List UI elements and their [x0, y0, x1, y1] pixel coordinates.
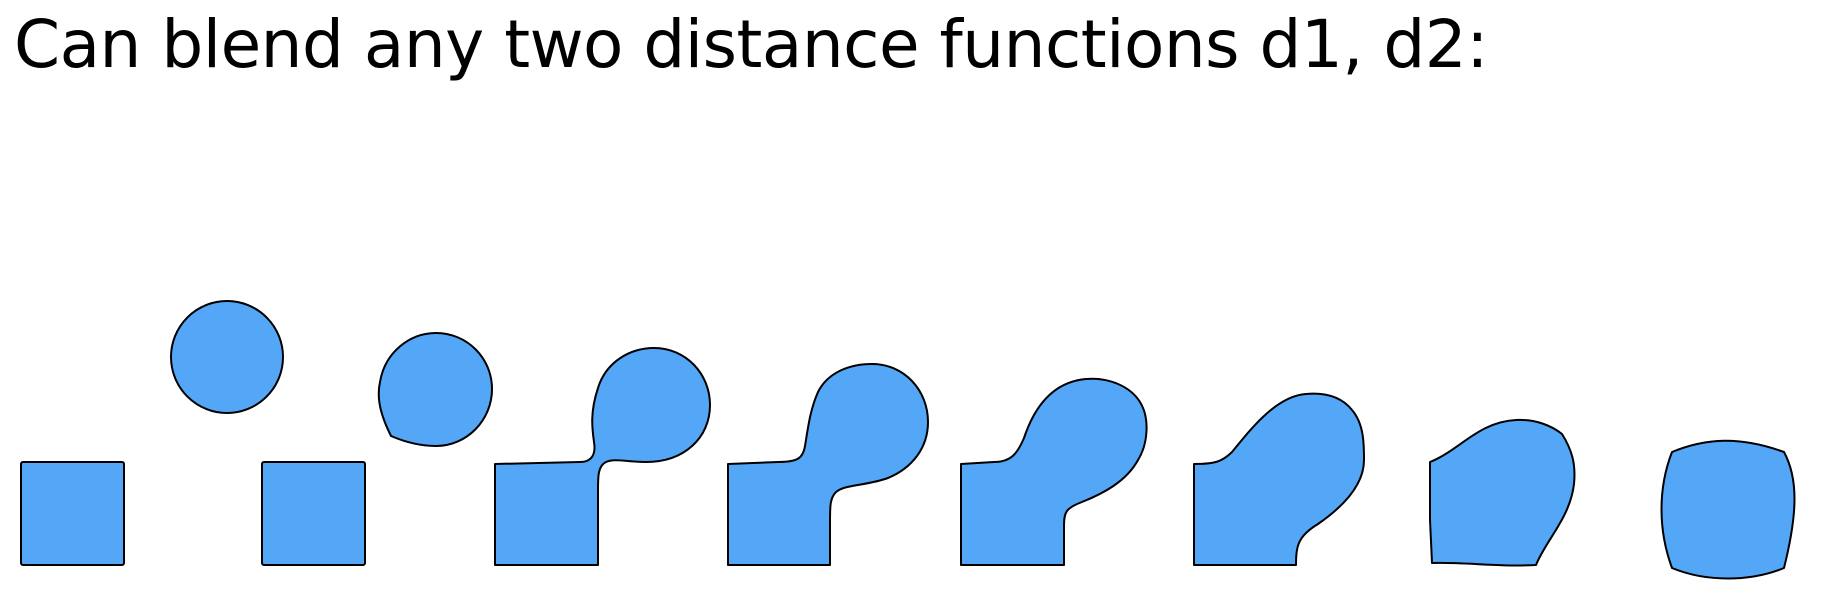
square-shape — [261, 461, 366, 566]
blend-stage-6 — [1193, 392, 1365, 566]
blended-shape — [727, 363, 929, 566]
slide-title: Can blend any two distance functions d1,… — [14, 6, 1489, 83]
blended-shape — [494, 347, 711, 566]
blend-stage-5 — [960, 377, 1148, 566]
circle-shape — [170, 300, 284, 414]
blend-stage-1 — [20, 300, 284, 566]
blended-shape — [1193, 392, 1365, 566]
blend-stage-2 — [261, 332, 493, 566]
blended-shape — [960, 377, 1148, 566]
blend-stage-7 — [1429, 418, 1576, 567]
blended-shape — [1429, 418, 1576, 567]
blended-shape — [1660, 439, 1796, 580]
blend-stage-3 — [494, 347, 711, 566]
circle-shape — [377, 332, 493, 447]
blend-stage-4 — [727, 363, 929, 566]
blend-stage-8 — [1660, 439, 1796, 580]
square-shape — [20, 461, 125, 566]
